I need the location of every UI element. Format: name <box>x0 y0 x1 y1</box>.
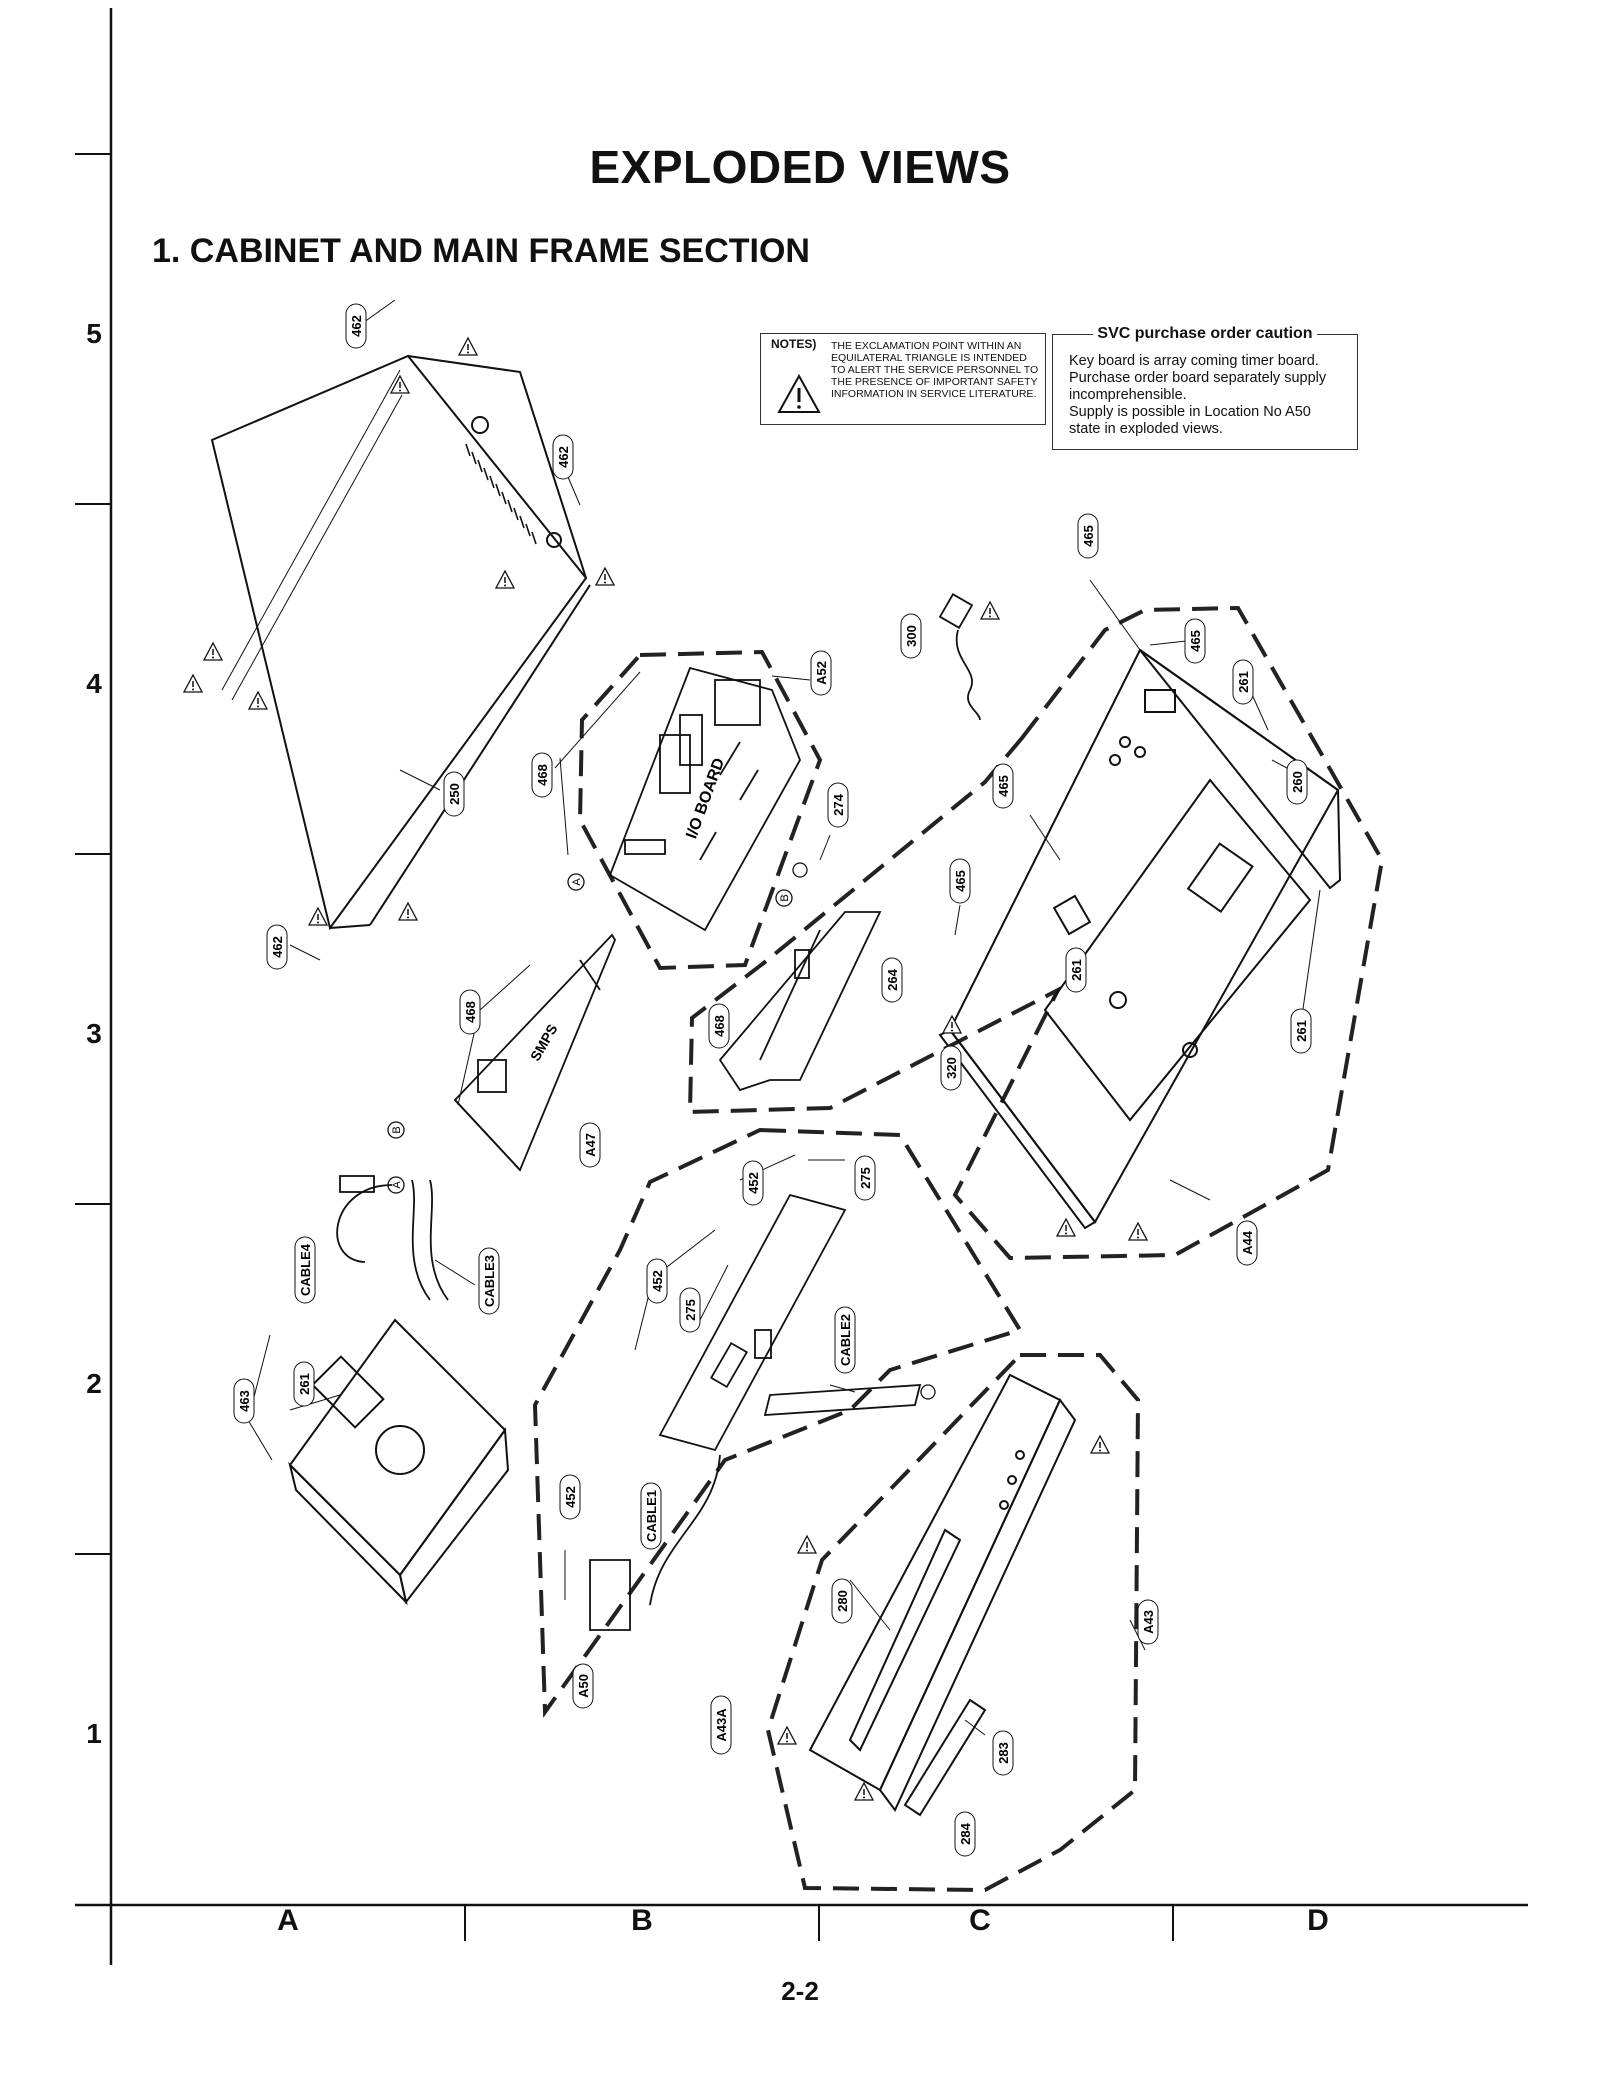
top-cover-part <box>210 354 591 931</box>
part-label: 465 <box>953 870 968 892</box>
part-label: 261 <box>1236 671 1251 693</box>
part-label: 284 <box>958 1822 973 1844</box>
sata-cable-part <box>336 1175 449 1301</box>
connector-label: A <box>571 878 583 886</box>
part-label: A52 <box>814 661 829 685</box>
grid-row-label: 3 <box>86 1018 102 1049</box>
section-title: 1. CABINET AND MAIN FRAME SECTION <box>152 232 810 270</box>
io-board-group-outline <box>577 649 823 971</box>
main-chassis-part <box>938 648 1342 1230</box>
svc-caution-box: SVC purchase order caution Key board is … <box>1052 325 1358 450</box>
part-label: 275 <box>683 1299 698 1321</box>
part-label: A43A <box>714 1708 729 1742</box>
warning-triangle-icon <box>777 374 821 413</box>
grid-row-label: 5 <box>86 318 102 349</box>
svc-caution-line: Purchase order board separately supply <box>1069 370 1327 386</box>
part-label: 465 <box>996 775 1011 797</box>
power-cord-part <box>938 593 981 721</box>
part-label: 283 <box>996 1742 1011 1764</box>
part-label: 468 <box>463 1001 478 1023</box>
connector-markers <box>387 862 936 1400</box>
part-label: CABLE4 <box>298 1243 313 1296</box>
grid-row-label: 4 <box>86 668 102 699</box>
part-label: CABLE3 <box>482 1255 497 1307</box>
grid-column-label: D <box>1307 1904 1329 1937</box>
connector-label: B <box>779 894 791 901</box>
hard-disk-part <box>288 1318 510 1606</box>
part-label: 250 <box>447 783 462 805</box>
leader-lines <box>247 299 1321 1736</box>
part-label: A50 <box>576 1674 591 1698</box>
svc-caution-line: Key board is array coming timer board. <box>1069 353 1319 369</box>
part-label: 463 <box>237 1390 252 1412</box>
part-label: 264 <box>885 968 900 990</box>
board-label: SMPS <box>527 1021 561 1063</box>
part-label: 462 <box>270 936 285 958</box>
part-label: 300 <box>904 625 919 647</box>
notes-heading: NOTES) <box>771 337 817 351</box>
part-label: A43 <box>1141 1610 1156 1634</box>
front-panel-part <box>808 1373 1077 1817</box>
page-number: 2-2 <box>781 1976 819 2006</box>
connector-label: A <box>391 1181 403 1189</box>
part-label: 462 <box>349 315 364 337</box>
grid-column-label: A <box>277 1904 299 1937</box>
svc-caution-line: incomprehensible. <box>1069 387 1187 403</box>
svc-caution-line: Supply is possible in Location No A50 <box>1069 404 1311 420</box>
part-label: CABLE1 <box>644 1490 659 1542</box>
part-label: 280 <box>835 1590 850 1612</box>
part-label: 261 <box>297 1373 312 1395</box>
part-label: A44 <box>1240 1230 1255 1255</box>
part-label: 465 <box>1188 630 1203 652</box>
svc-caution-line: state in exploded views. <box>1069 421 1223 437</box>
part-label: A47 <box>583 1133 598 1157</box>
part-label: 452 <box>746 1172 761 1194</box>
part-number-labels: 462 462 462 250 468 468 468 A52 274 300 … <box>233 303 1312 1857</box>
part-label: 468 <box>535 764 550 786</box>
safety-notes-box: NOTES) THE EXCLAMATION POINT WITHIN AN E… <box>760 333 1046 425</box>
part-label: 274 <box>831 793 846 815</box>
part-label: 261 <box>1069 959 1084 981</box>
svc-caution-heading: SVC purchase order caution <box>1093 325 1317 342</box>
part-label: 320 <box>944 1057 959 1079</box>
part-label: 452 <box>563 1486 578 1508</box>
warning-triangle-markers <box>183 337 1148 1801</box>
part-label: CABLE2 <box>838 1314 853 1366</box>
part-label: 462 <box>556 446 571 468</box>
front-board-part <box>589 1193 922 1631</box>
rear-bracket-part <box>718 911 882 1092</box>
part-label: 465 <box>1081 525 1096 547</box>
grid-column-label: B <box>631 1904 653 1937</box>
main-frame-group-outline <box>687 605 1385 1261</box>
part-label: 468 <box>712 1015 727 1037</box>
part-label: 452 <box>650 1270 665 1292</box>
front-board-group-outline <box>532 1127 1024 1718</box>
page-title: EXPLODED VIEWS <box>589 141 1011 193</box>
part-label: 260 <box>1290 771 1305 793</box>
io-board-part <box>608 666 801 932</box>
smps-board-part <box>453 933 617 1172</box>
connector-label: B <box>391 1126 403 1133</box>
grid-column-label: C <box>969 1904 991 1937</box>
grid-row-label: 1 <box>86 1718 102 1749</box>
part-label: 275 <box>858 1167 873 1189</box>
part-label: 261 <box>1294 1020 1309 1042</box>
grid-row-label: 2 <box>86 1368 102 1399</box>
notes-text: THE EXCLAMATION POINT WITHIN AN EQUILATE… <box>831 340 1039 400</box>
cover-vent-slots <box>465 443 537 545</box>
front-panel-group-outline <box>765 1353 1141 1893</box>
